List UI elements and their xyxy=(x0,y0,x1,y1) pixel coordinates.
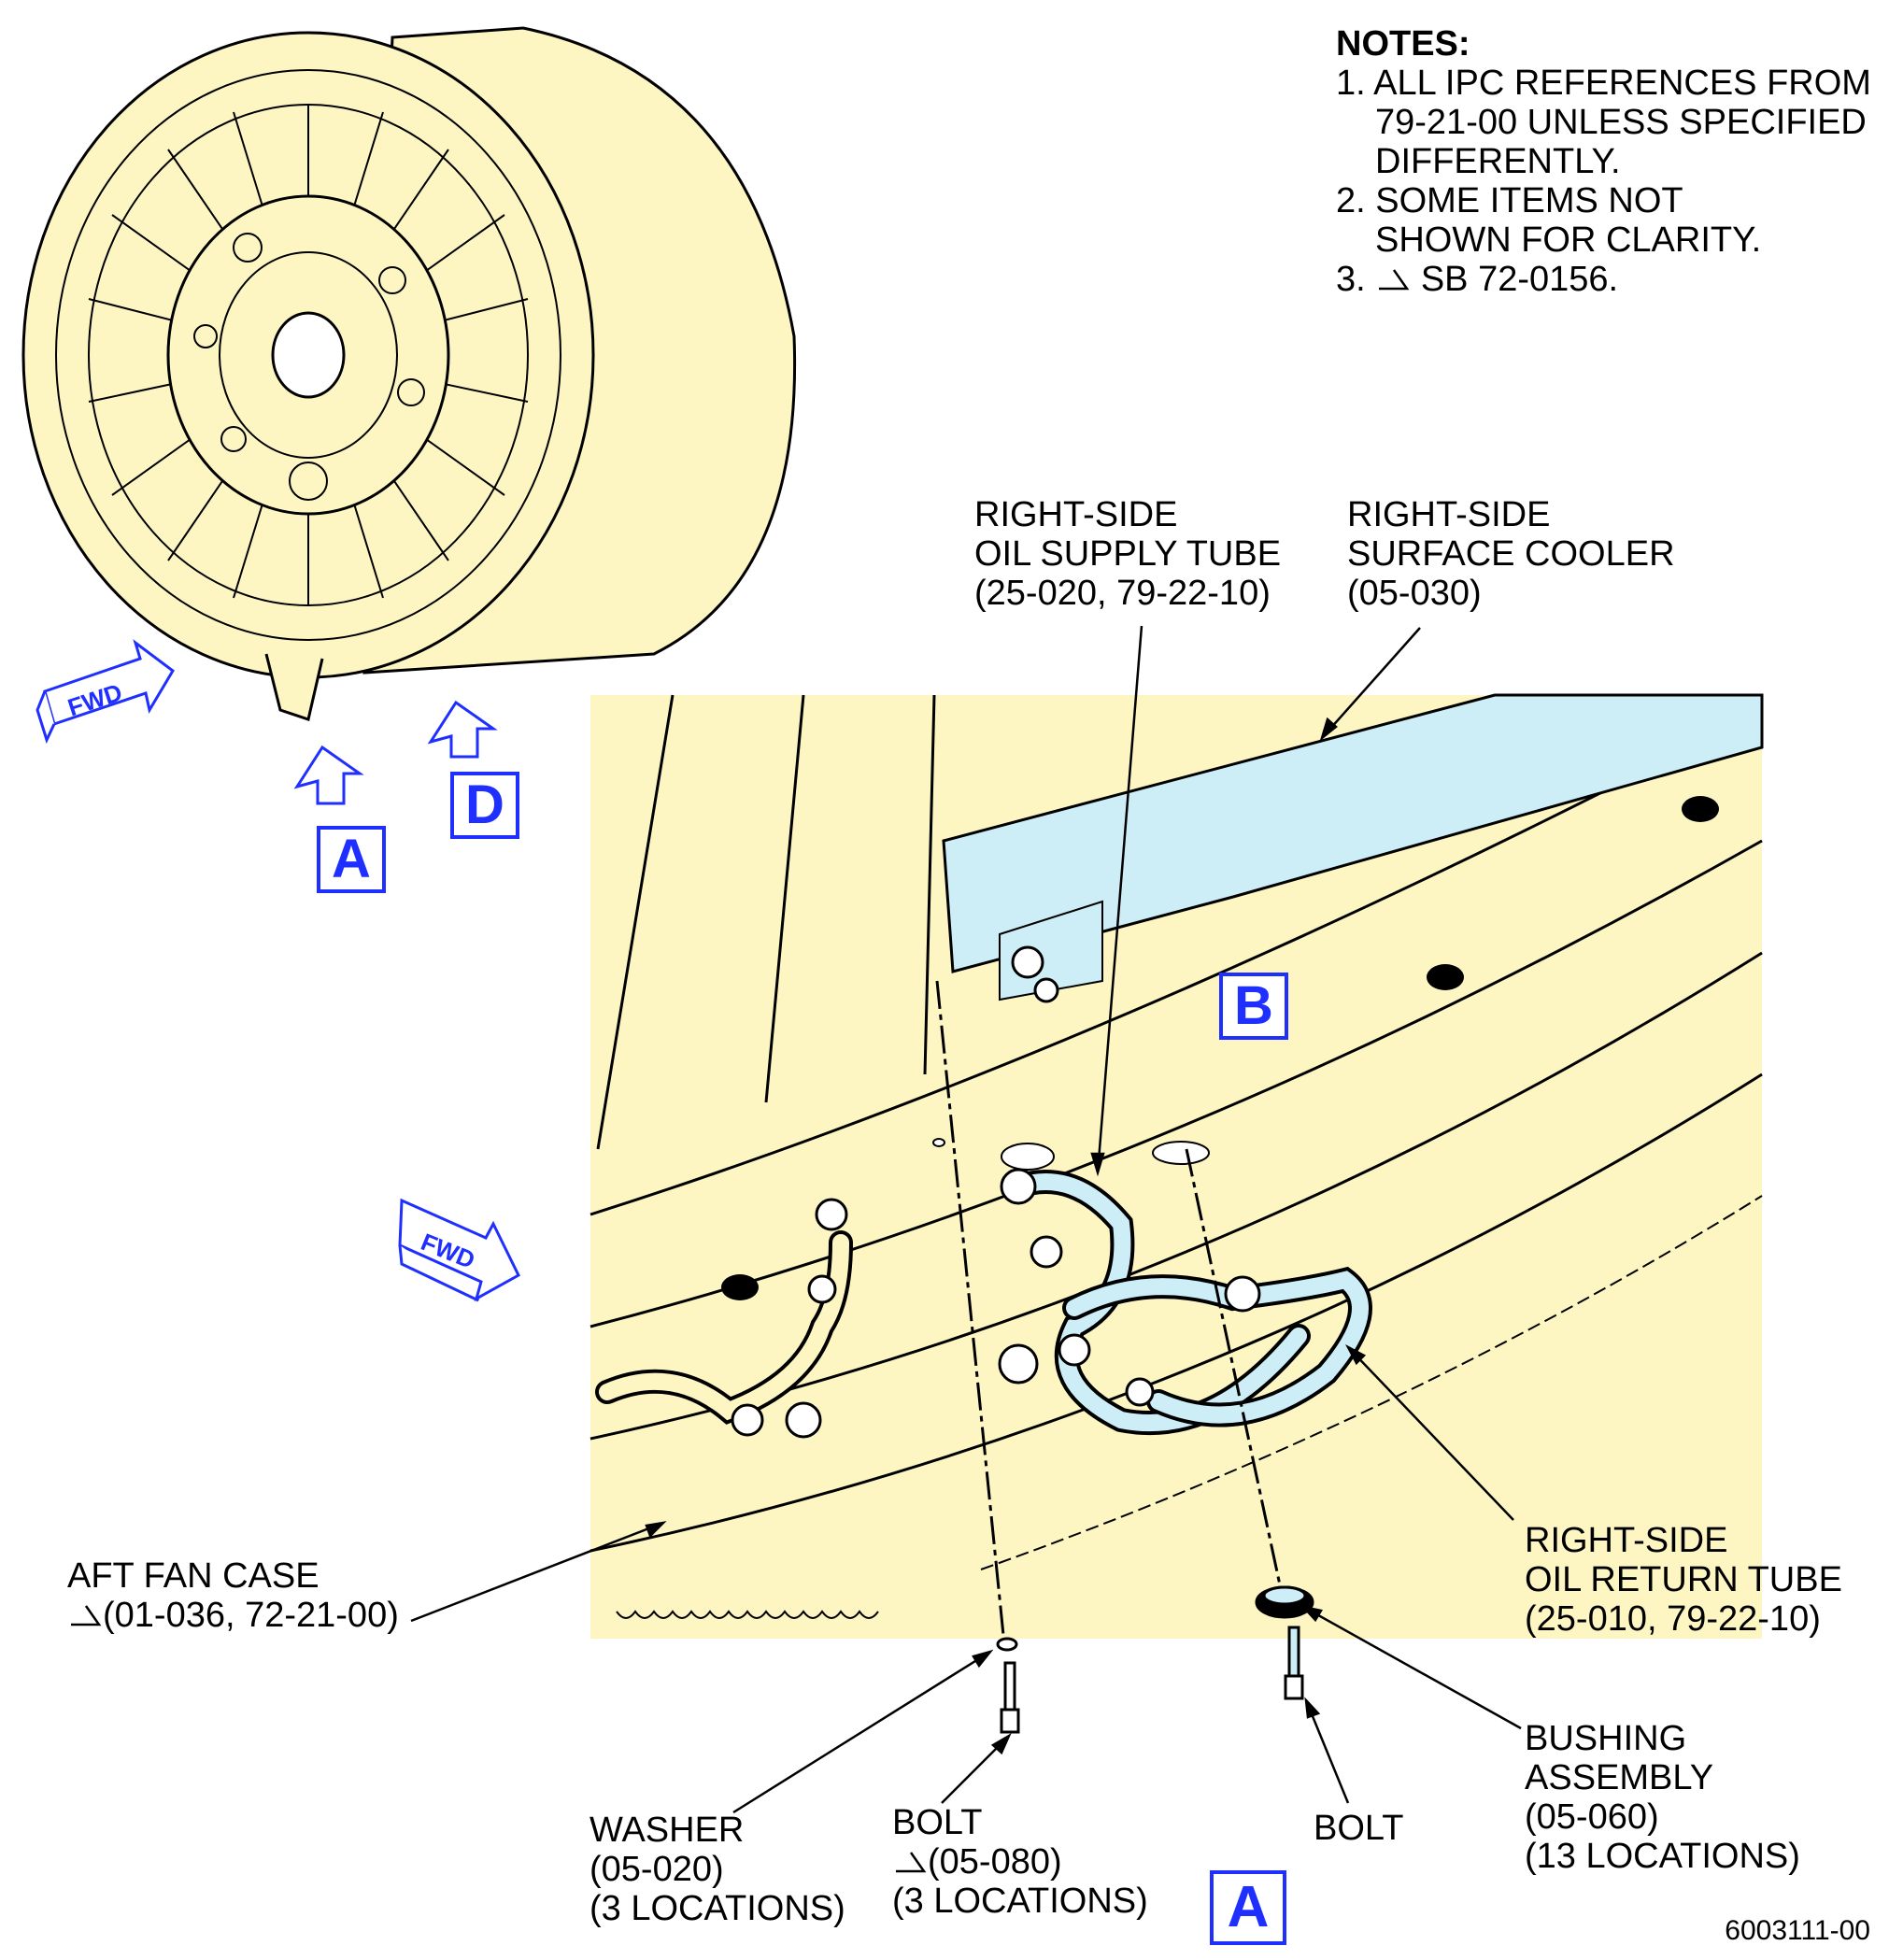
callout-oil-supply-tube: RIGHT-SIDE OIL SUPPLY TUBE (25-020, 79-2… xyxy=(974,495,1282,613)
callout-oil-return-tube: RIGHT-SIDE OIL RETURN TUBE (25-010, 79-2… xyxy=(1525,1521,1842,1639)
mount-holes xyxy=(932,1138,1210,1171)
callout-bolt-right: BOLT xyxy=(1314,1809,1404,1848)
note-line: DIFFERENTLY. xyxy=(1375,142,1621,181)
engine-bottom-bracket xyxy=(264,653,324,721)
note-line-3: 3. SB 72-0156. xyxy=(1336,260,1871,299)
fwd-arrow-detail xyxy=(398,1198,520,1302)
callout-washer: WASHER (05-020) (3 LOCATIONS) xyxy=(589,1811,845,1928)
revision-flag-icon xyxy=(1379,269,1410,291)
note-line: 2. SOME ITEMS NOT xyxy=(1336,181,1683,220)
figure-number: 6003111-00 xyxy=(1725,1915,1870,1946)
view-arrow-d xyxy=(427,700,498,759)
washer-part xyxy=(996,1637,1018,1652)
view-tag-d: D xyxy=(450,772,519,839)
note-line: SHOWN FOR CLARITY. xyxy=(1375,220,1762,260)
leader-lines xyxy=(410,625,1522,1814)
exploded-hardware xyxy=(935,980,1314,1734)
detail-a-panel xyxy=(589,693,1764,1639)
bolt-left-part xyxy=(1003,1661,1016,1711)
callout-bolt-left: BOLT (05-080) (3 LOCATIONS) xyxy=(892,1803,1148,1921)
surface-cooler xyxy=(942,693,1764,973)
notes-block: NOTES: 1. ALL IPC REFERENCES FROM 79-21-… xyxy=(1336,24,1871,299)
note-line: 1. ALL IPC REFERENCES FROM xyxy=(1336,64,1871,103)
view-tag-a-top: A xyxy=(317,826,386,893)
engine-core-bore xyxy=(271,311,346,399)
view-tag-a-bottom: A xyxy=(1210,1870,1286,1945)
callout-surface-cooler: RIGHT-SIDE SURFACE COOLER (05-030) xyxy=(1347,495,1675,613)
engine-overview xyxy=(21,26,797,721)
view-arrow-a xyxy=(293,745,364,805)
notes-title: NOTES: xyxy=(1336,24,1470,64)
note-line: 79-21-00 UNLESS SPECIFIED xyxy=(1375,103,1867,142)
note-number: 3. xyxy=(1336,260,1366,299)
revision-flag-icon xyxy=(71,1605,102,1626)
bolt-right-part xyxy=(1287,1626,1300,1678)
view-tag-b: B xyxy=(1219,973,1288,1040)
note-text: SB 72-0156. xyxy=(1420,260,1619,299)
flange-scallops xyxy=(616,1610,879,1619)
case-bushings xyxy=(721,796,1719,1300)
callout-aft-fan-case: AFT FAN CASE (01-036, 72-21-00) xyxy=(67,1556,399,1635)
callout-bushing-assembly: BUSHING ASSEMBLY (05-060) (13 LOCATIONS) xyxy=(1525,1719,1800,1876)
aft-fan-case-shell xyxy=(589,694,1763,1619)
tube-fittings xyxy=(731,945,1261,1439)
fwd-arrow-top xyxy=(36,639,175,745)
revision-flag-icon xyxy=(896,1852,927,1873)
